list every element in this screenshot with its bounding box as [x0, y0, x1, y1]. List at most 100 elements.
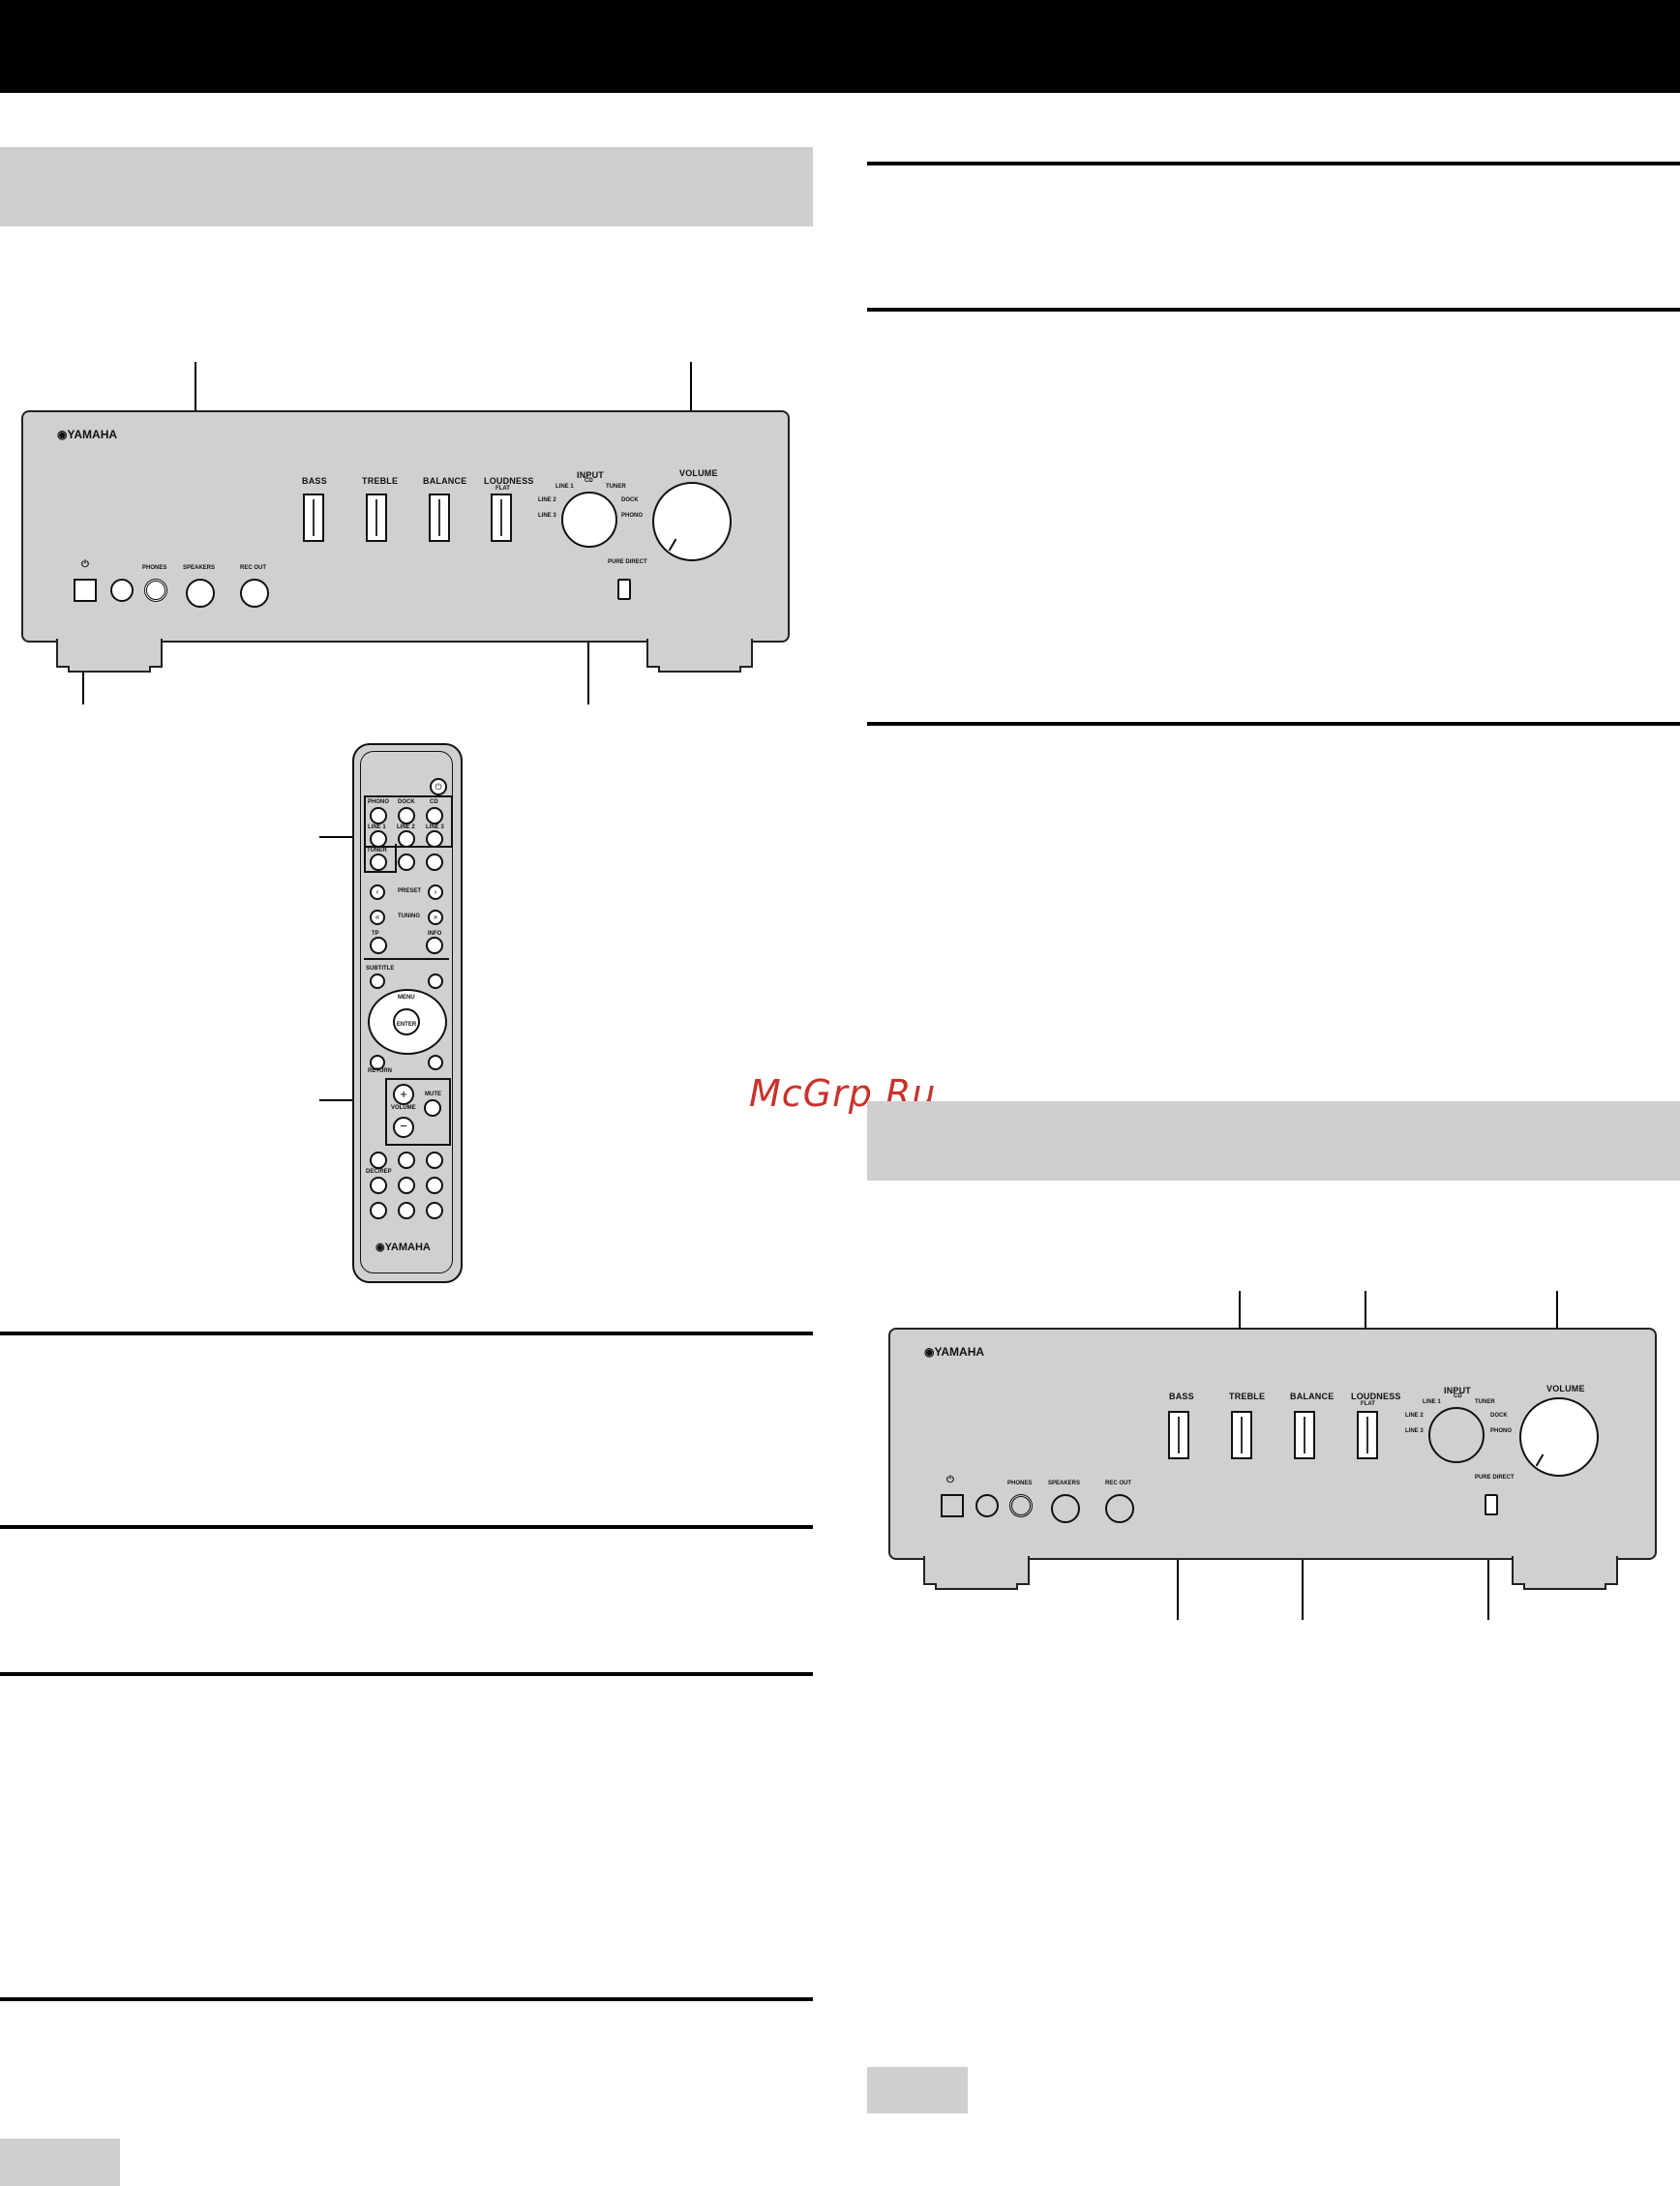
bass-knob[interactable] [303, 494, 324, 542]
amp2-loudness-knob[interactable] [1357, 1411, 1378, 1459]
amp2-rec-out-selector-knob[interactable] [1105, 1494, 1134, 1523]
amp2-volume-knob[interactable] [1519, 1397, 1599, 1477]
input-selector-knob[interactable] [561, 492, 617, 548]
remote-power-button[interactable]: ⏻ [430, 778, 447, 795]
amp2-phones-jack-blank [975, 1494, 999, 1517]
balance-knob[interactable] [429, 494, 450, 542]
input-line1-label: LINE 1 [555, 484, 574, 490]
amp2-speakers-selector-knob[interactable] [1051, 1494, 1080, 1523]
power-button[interactable] [74, 579, 97, 602]
remote-info-button[interactable] [426, 937, 443, 954]
remote-line1-button[interactable] [370, 830, 387, 848]
remote-line3-button[interactable] [426, 830, 443, 848]
amp2-pure-direct-button[interactable] [1485, 1494, 1498, 1515]
remote-volume-frame [385, 1078, 451, 1146]
note-tab-right [867, 2067, 968, 2113]
section-rule-left-3 [0, 1672, 813, 1676]
treble-knob[interactable] [366, 494, 387, 542]
remote-return-button[interactable] [370, 1055, 385, 1070]
remote-dock-button[interactable] [398, 807, 415, 824]
remote-repeat-button[interactable] [426, 1202, 443, 1219]
amp-foot-right [646, 639, 753, 668]
amp2-balance-knob[interactable] [1294, 1411, 1315, 1459]
amp2-foot-right [1512, 1556, 1618, 1585]
balance-label: BALANCE [423, 476, 467, 486]
remote-line1-label: LINE 1 [368, 824, 386, 830]
remote-volume-down-button[interactable]: − [393, 1117, 414, 1138]
remote-tuning-up-button[interactable]: » [428, 910, 443, 925]
remote-eject-button[interactable] [370, 1202, 387, 1219]
remote-tuning-down-button[interactable]: « [370, 910, 385, 925]
remote-shuffle-button[interactable] [398, 1202, 415, 1219]
amp-foot-left [56, 639, 163, 668]
remote-info-label: INFO [428, 931, 442, 937]
remote-skip-fwd-button[interactable] [426, 1177, 443, 1194]
remote-blank-button-1[interactable] [398, 853, 415, 871]
phones-jack[interactable] [144, 579, 167, 602]
remote-blank-button-2[interactable] [426, 853, 443, 871]
amplifier-front-panel-2: ◉YAMAHA BASS TREBLE BALANCE LOUDNESS FLA… [888, 1328, 1657, 1560]
amp2-input-selector-knob[interactable] [1428, 1407, 1485, 1463]
amp2-power-button[interactable] [941, 1494, 964, 1517]
amp2-phones-jack[interactable] [1009, 1494, 1033, 1517]
remote-divider [364, 958, 449, 960]
remote-preset-next-button[interactable]: › [428, 884, 443, 900]
remote-tuning-label: TUNING [398, 913, 420, 919]
amp2-input-label: INPUT [1444, 1386, 1471, 1395]
remote-dec-rep-button[interactable] [370, 1177, 387, 1194]
remote-tp-label: TP [372, 931, 379, 937]
remote-brand-logo: ◉YAMAHA [375, 1242, 431, 1253]
remote-preset-prev-button[interactable]: ‹ [370, 884, 385, 900]
volume-knob[interactable] [652, 482, 732, 561]
remote-phono-button[interactable] [370, 807, 387, 824]
remote-enter-button[interactable]: ENTER [393, 1008, 420, 1035]
remote-tuner-button[interactable] [370, 853, 387, 871]
remote-stop-button[interactable] [370, 1152, 387, 1169]
remote-cd-label: CD [430, 799, 438, 805]
amp2-input-phono-label: PHONO [1490, 1428, 1513, 1434]
remote-mute-button[interactable] [424, 1099, 441, 1117]
remote-subtitle-label: SUBTITLE [366, 966, 395, 972]
remote-menu-label: MENU [398, 995, 415, 1001]
amp2-bass-knob[interactable] [1168, 1411, 1189, 1459]
remote-return-label: RETURN [368, 1068, 392, 1074]
remote-tp-button[interactable] [370, 937, 387, 954]
section-rule-right-3 [867, 722, 1680, 726]
remote-pause-button[interactable] [398, 1152, 415, 1169]
speakers-selector-knob[interactable] [186, 579, 215, 608]
page-header-bar [0, 0, 1680, 93]
remote-enter-label: ENTER [396, 1022, 417, 1028]
remote-top-menu-button[interactable] [428, 973, 443, 989]
volume-knob-indicator [668, 538, 677, 552]
amp2-foot-left-lip [935, 1583, 1018, 1590]
remote-preset-label: PRESET [398, 888, 422, 894]
remote-mute-label: MUTE [425, 1092, 441, 1097]
rec-out-selector-knob[interactable] [240, 579, 269, 608]
section-rule-left-2 [0, 1525, 813, 1529]
remote-skip-back-button[interactable] [398, 1177, 415, 1194]
amp2-foot-left [923, 1556, 1030, 1585]
section-heading-band-left [0, 147, 813, 226]
callout-line-input-keys [319, 836, 362, 838]
amp2-input-dock-label: DOCK [1490, 1413, 1508, 1419]
pure-direct-button[interactable] [617, 579, 631, 600]
remote-display-button[interactable] [428, 1055, 443, 1070]
amp2-treble-label: TREBLE [1229, 1392, 1266, 1401]
remote-play-button[interactable] [426, 1152, 443, 1169]
section-rule-right-2 [867, 308, 1680, 312]
section-rule-right-1 [867, 162, 1680, 165]
speakers-label: SPEAKERS [183, 565, 216, 571]
input-cd-label: CD [585, 478, 593, 484]
remote-cd-button[interactable] [426, 807, 443, 824]
amp2-rec-out-label: REC OUT [1105, 1481, 1131, 1486]
amp-foot-right-lip [658, 666, 741, 673]
amp2-loudness-label: LOUDNESS [1351, 1392, 1401, 1401]
amp2-treble-knob[interactable] [1231, 1411, 1252, 1459]
input-label: INPUT [577, 470, 604, 480]
loudness-knob[interactable] [491, 494, 512, 542]
amp2-input-line2-label: LINE 2 [1405, 1413, 1424, 1419]
remote-subtitle-button[interactable] [370, 973, 385, 989]
remote-volume-up-button[interactable]: + [393, 1084, 414, 1105]
remote-line2-button[interactable] [398, 830, 415, 848]
volume-label: VOLUME [679, 468, 718, 478]
